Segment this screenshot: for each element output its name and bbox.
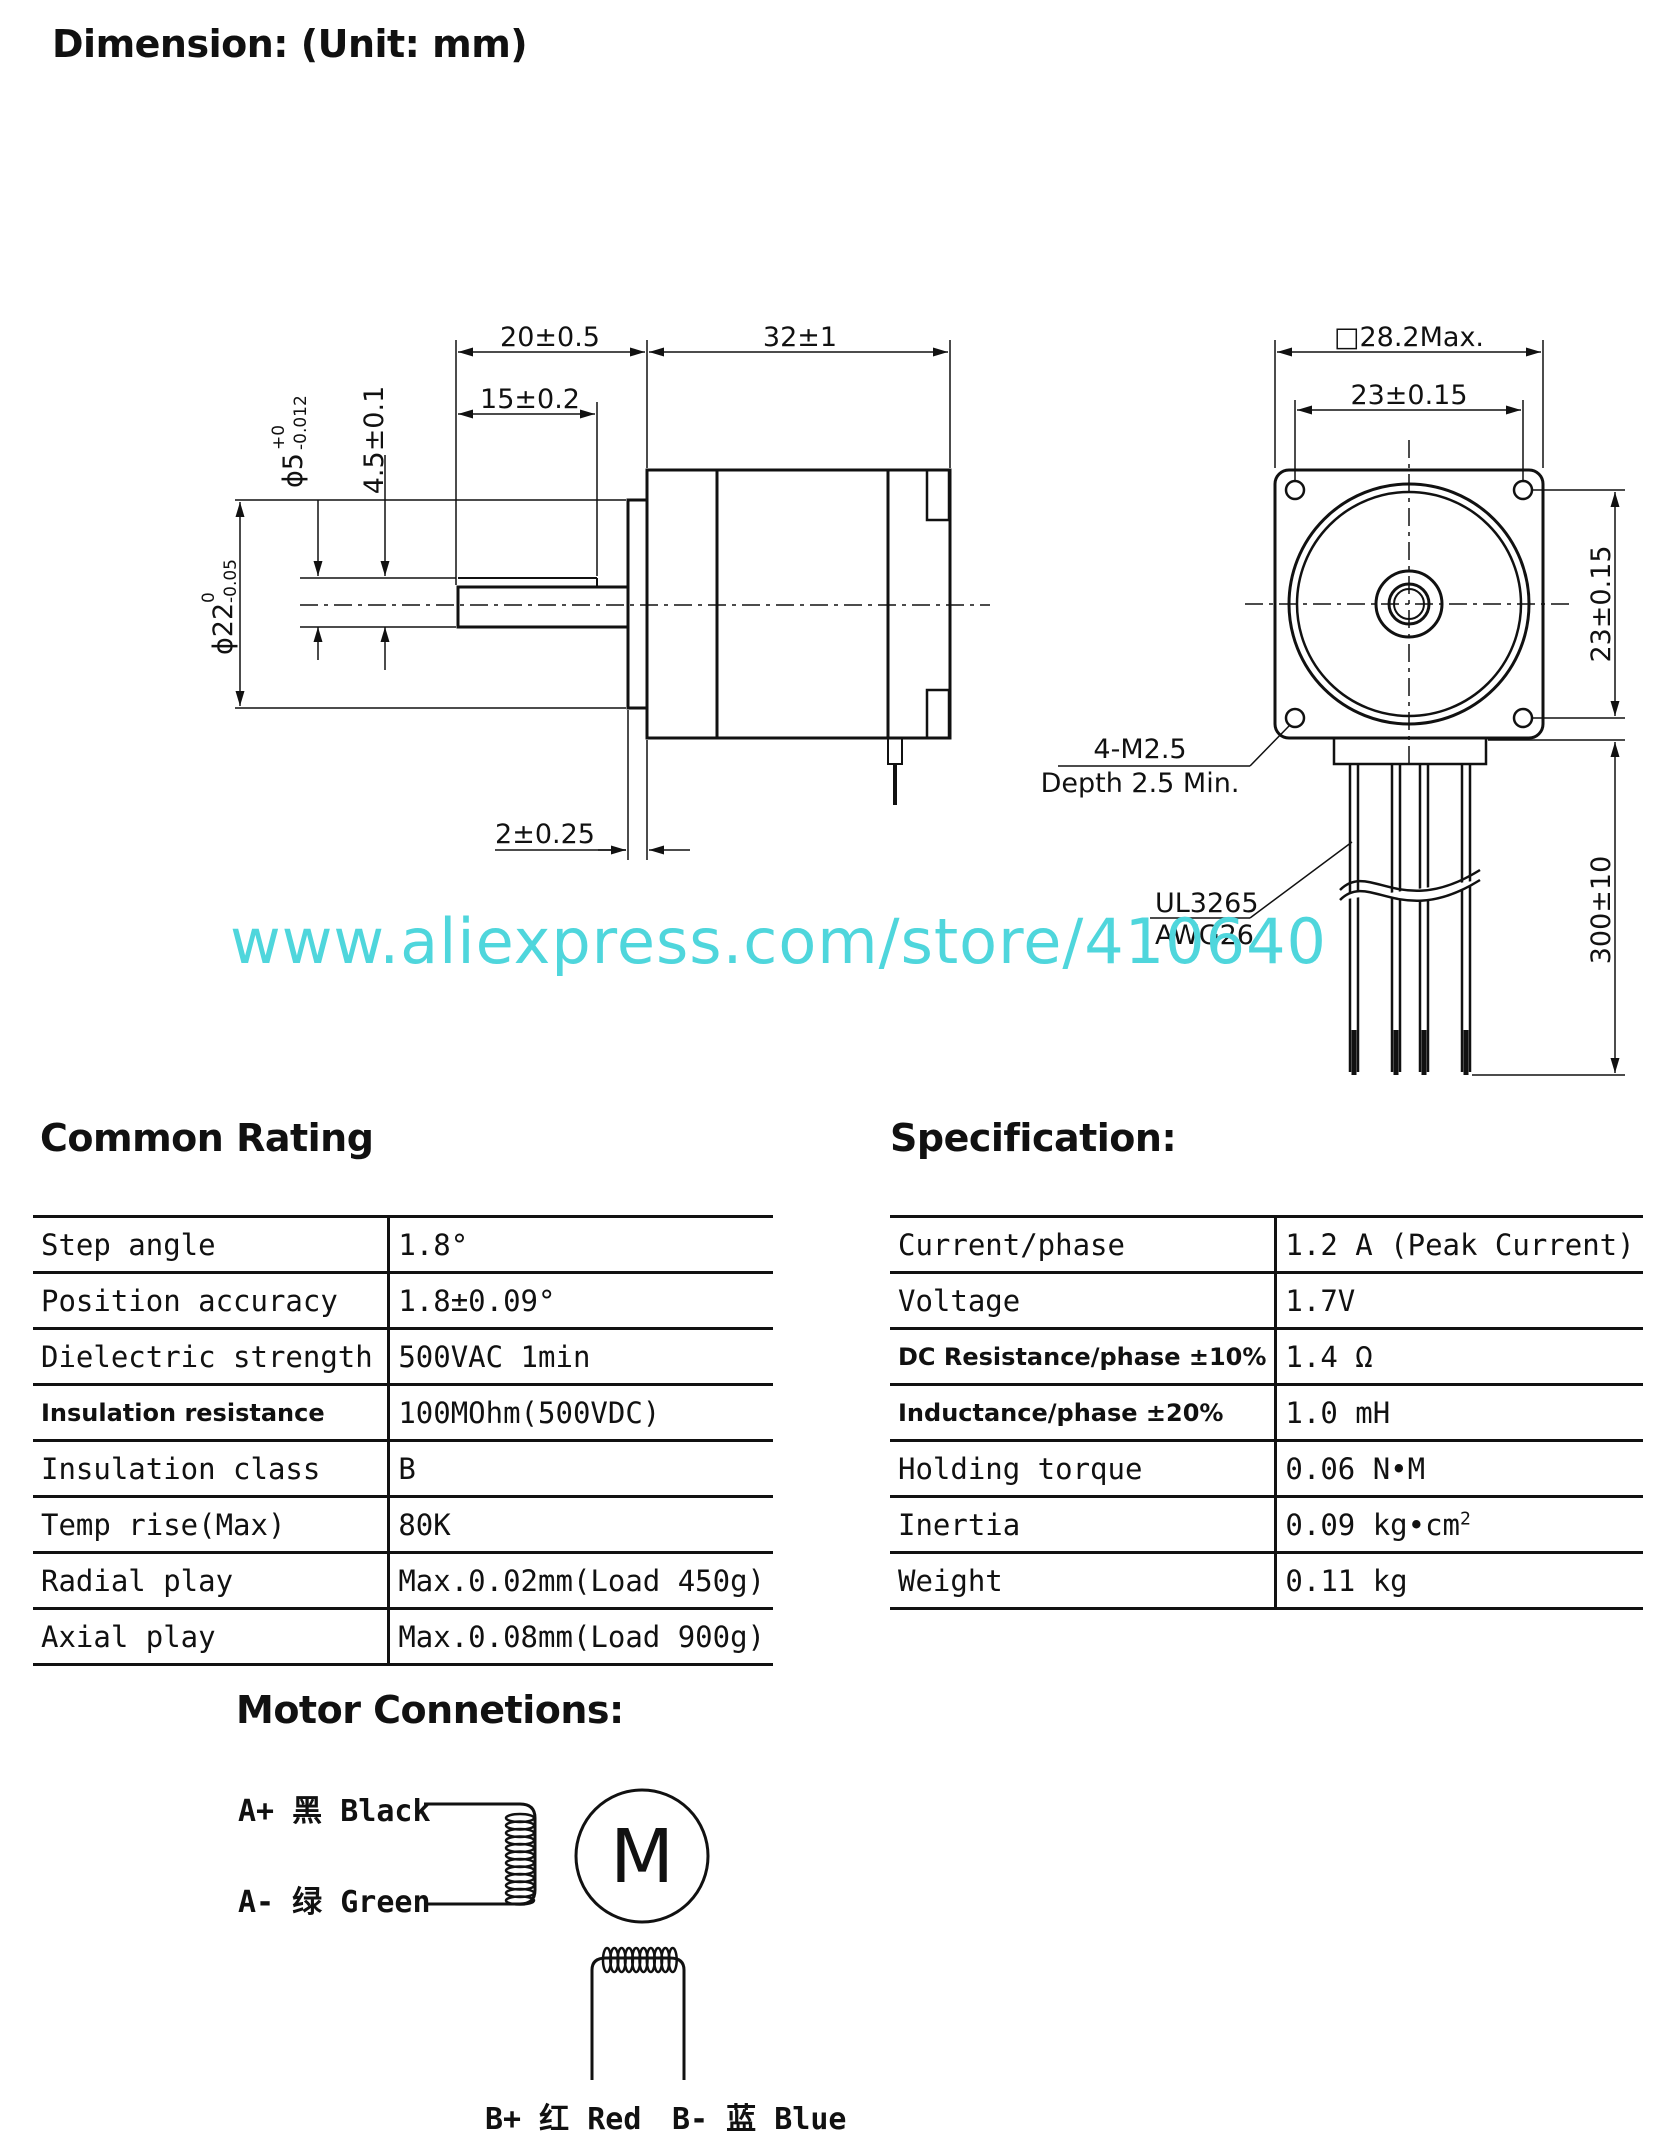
dim-hole-pitch-y: 23±0.15 [1586, 545, 1617, 662]
table-row: Temp rise(Max)80K [33, 1496, 773, 1554]
dim-boss-diameter: ϕ22 0 -0.05 [199, 559, 241, 655]
coil-b [590, 1946, 686, 2080]
common-rating-title: Common Rating [40, 1116, 374, 1160]
row-label: Temp rise(Max) [33, 1496, 391, 1554]
row-label: Inertia [890, 1496, 1278, 1554]
wire-spec-line1: UL3265 [1155, 888, 1259, 919]
dim-lead-length: 300±10 [1586, 856, 1617, 965]
dim-boss-height: 2±0.25 [495, 819, 595, 850]
dim-hole-pitch-x: 23±0.15 [1350, 380, 1467, 411]
lead-b-plus: B+ 红 Red [485, 2102, 642, 2137]
row-label: Voltage [890, 1272, 1278, 1330]
dim-shaft-length: 20±0.5 [500, 322, 600, 353]
lead-b-minus: B- 蓝 Blue [672, 2102, 847, 2137]
row-label: Insulation class [33, 1440, 391, 1498]
row-label: Weight [890, 1552, 1278, 1610]
side-view [235, 340, 990, 860]
row-label: Current/phase [890, 1215, 1278, 1274]
row-value: 80K [388, 1496, 773, 1554]
svg-text:-0.012: -0.012 [291, 395, 311, 450]
row-value: 0.09 kg•cm2 [1275, 1496, 1643, 1554]
row-value: 100MOhm(500VDC) [388, 1384, 773, 1442]
motor-letter: M [610, 1814, 674, 1900]
row-value: 0.11 kg [1275, 1552, 1643, 1610]
svg-text:ϕ22: ϕ22 [208, 603, 239, 655]
svg-text:-0.05: -0.05 [221, 559, 241, 603]
row-value: B [388, 1440, 773, 1498]
row-label: DC Resistance/phase ±10% [890, 1328, 1278, 1386]
table-row: Inductance/phase ±20%1.0 mH [890, 1384, 1643, 1442]
svg-text:+0: +0 [269, 425, 289, 450]
row-label: Radial play [33, 1552, 391, 1610]
coil-a [424, 1802, 537, 1906]
dimension-drawing: 20±0.5 32±1 15±0.2 4.5±0.1 ϕ5 +0 -0.012 … [199, 322, 1625, 1076]
row-label: Inductance/phase ±20% [890, 1384, 1278, 1442]
row-value: Max.0.02mm(Load 450g) [388, 1552, 773, 1610]
screw-spec-line1: 4-M2.5 [1093, 734, 1186, 765]
row-value: 0.06 N•M [1275, 1440, 1643, 1498]
svg-text:ϕ5: ϕ5 [278, 453, 309, 488]
row-value: 500VAC 1min [388, 1328, 773, 1386]
row-label: Position accuracy [33, 1272, 391, 1330]
motor-symbol [574, 1788, 710, 1924]
row-value: Max.0.08mm(Load 900g) [388, 1608, 773, 1666]
row-value: 1.2 A (Peak Current) [1275, 1215, 1643, 1274]
lead-a-plus: A+ 黑 Black [238, 1794, 431, 1829]
front-view [1058, 340, 1625, 1076]
row-label: Insulation resistance [33, 1384, 391, 1442]
dim-flat-length: 15±0.2 [480, 384, 580, 415]
row-value: 1.7V [1275, 1272, 1643, 1330]
row-value: 1.4 Ω [1275, 1328, 1643, 1386]
watermark-url: www.aliexpress.com/store/410640 [230, 905, 1327, 978]
dim-flat-depth: 4.5±0.1 [359, 386, 390, 495]
row-value: 1.8±0.09° [388, 1272, 773, 1330]
row-value: 1.8° [388, 1215, 773, 1274]
table-row: DC Resistance/phase ±10%1.4 Ω [890, 1328, 1643, 1386]
lead-a-minus: A- 绿 Green [238, 1885, 431, 1920]
row-label: Dielectric strength [33, 1328, 391, 1386]
dim-square: □28.2Max. [1334, 322, 1484, 353]
motor-connections-title: Motor Connetions: [236, 1688, 624, 1732]
connection-diagram: M [424, 1788, 710, 2080]
wire-spec-line2: AWG26 [1155, 920, 1254, 951]
row-value: 1.0 mH [1275, 1384, 1643, 1442]
dim-shaft-diameter: ϕ5 +0 -0.012 [269, 395, 311, 488]
svg-text:0: 0 [199, 592, 219, 603]
screw-spec-line2: Depth 2.5 Min. [1041, 768, 1240, 799]
row-label: Step angle [33, 1215, 391, 1274]
row-label: Axial play [33, 1608, 391, 1666]
row-label: Holding torque [890, 1440, 1278, 1498]
dimension-title: Dimension: (Unit: mm) [52, 22, 528, 66]
specification-title: Specification: [890, 1116, 1177, 1160]
dim-body-length: 32±1 [763, 322, 837, 353]
